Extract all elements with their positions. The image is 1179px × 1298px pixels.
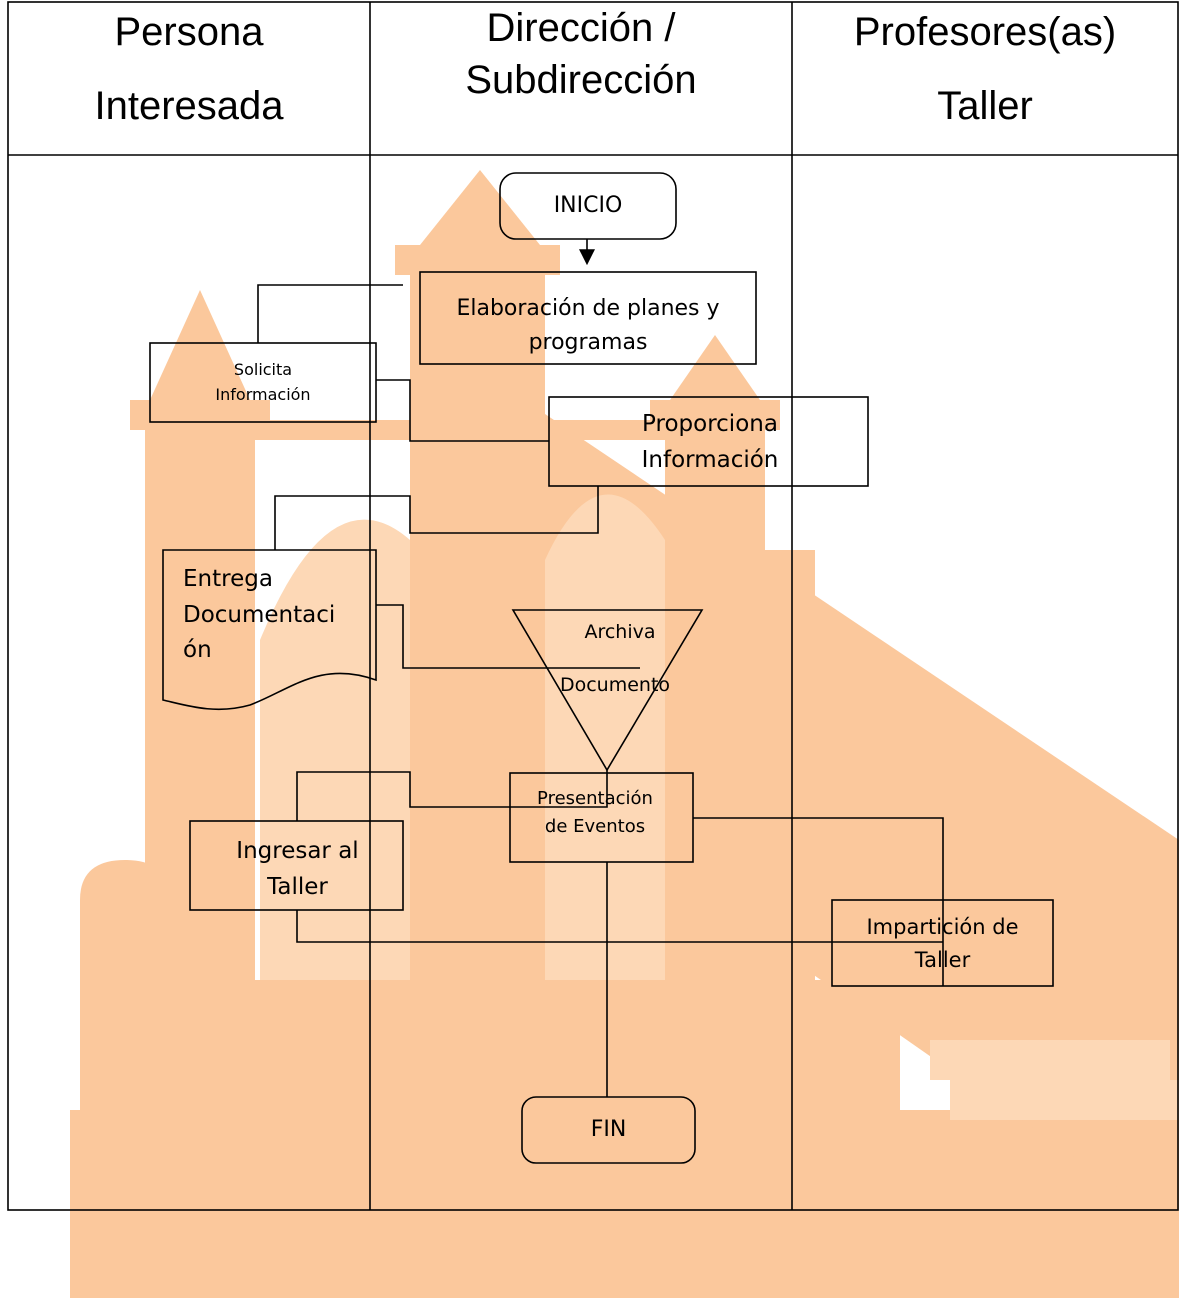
node-text: Presentación <box>537 788 653 810</box>
archiva-triangle <box>511 609 704 772</box>
node-text: de Eventos <box>544 816 646 837</box>
imparticion-label: Impartición de Taller <box>832 908 1053 980</box>
fin-label: FIN <box>522 1097 695 1163</box>
node-text: Solicita <box>233 359 293 379</box>
lane-header-profesores: Profesores(as) Taller <box>792 2 1178 152</box>
node-text: Información <box>641 447 779 473</box>
node-text: Archiva <box>584 620 656 643</box>
node-text: FIN <box>590 1116 627 1142</box>
node-text: ón <box>183 637 212 664</box>
node-text: Impartición de <box>866 915 1019 940</box>
lane-header-direccion: Dirección / Subdirección <box>370 2 792 152</box>
node-text: Proporciona <box>642 411 778 438</box>
presentacion-label: Presentación de Eventos <box>510 780 680 846</box>
node-text: Ingresar al <box>236 838 359 865</box>
archiva-label: Archiva Documento <box>540 614 700 704</box>
ingresar-label: Ingresar al Taller <box>200 832 395 908</box>
lane-header-line: Dirección / <box>486 6 676 50</box>
node-text: INICIO <box>553 192 623 218</box>
node-text: Información <box>215 384 311 404</box>
entrega-doc-shape <box>162 549 377 711</box>
node-text: Taller <box>267 874 328 900</box>
node-text: Taller <box>914 948 971 972</box>
node-text: Elaboración de planes y <box>456 295 720 321</box>
lane-header-line: Taller <box>937 84 1033 128</box>
proporciona-label: Proporciona Información <box>605 405 815 481</box>
inicio-box <box>499 172 677 240</box>
lane-header-line: Interesada <box>94 84 284 128</box>
elaboracion-label: Elaboración de planes y programas <box>420 282 756 370</box>
entrega-label: Entrega Documentaci ón <box>183 562 373 682</box>
solicita-label: Solicita Información <box>150 343 376 422</box>
lane-header-persona: Persona Interesada <box>8 2 370 152</box>
lane-header-line: Subdirección <box>465 58 697 102</box>
node-text: Entrega <box>183 566 273 592</box>
node-text: Documentaci <box>183 601 336 628</box>
table-border <box>7 1 1179 1211</box>
lane-header-line: Persona <box>114 10 264 54</box>
inicio-label: INICIO <box>500 173 676 239</box>
solicita-box <box>149 342 377 423</box>
fin-box <box>521 1096 696 1164</box>
elaboracion-box <box>419 271 757 365</box>
lane-header-line: Profesores(as) <box>853 10 1117 54</box>
node-text: programas <box>528 330 648 355</box>
node-text: Documento <box>559 674 671 696</box>
